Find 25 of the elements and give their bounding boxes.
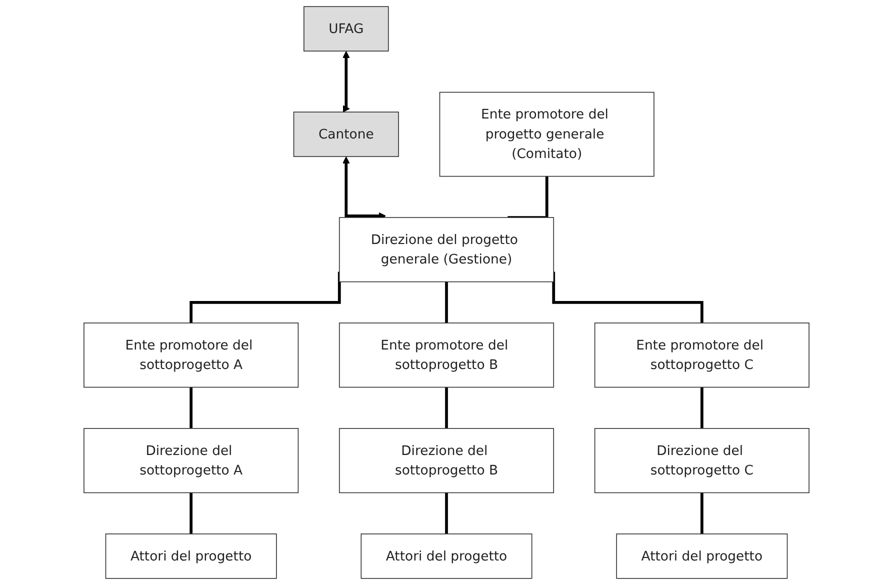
connector [508,176,548,219]
node-box: Direzione del progetto generale (Gestione) [338,217,554,282]
node-box: Direzione del sottoprogetto A [84,428,299,494]
node-box: Attori del progetto [616,534,788,579]
connector [445,282,448,324]
node-box: UFAG [304,6,389,52]
node-box: Ente promotore del sottoprogetto A [84,322,299,388]
connector [552,272,704,324]
connector [190,387,193,430]
node-box: Attori del progetto [360,534,532,579]
node-box: Direzione del sottoprogetto B [338,428,554,494]
connector [700,492,704,536]
node-box: Direzione del sottoprogetto C [594,428,810,494]
connector [190,272,341,324]
node-box: Attori del progetto [105,534,277,579]
node-box: Ente promotore del progetto generale (Comitato) [439,92,654,177]
node-box: Ente promotore del sottoprogetto B [338,322,554,388]
connector [445,492,448,536]
node-box: Ente promotore del sottoprogetto C [594,322,810,388]
arrow [342,156,386,220]
arrow [342,51,350,112]
connector [700,387,704,430]
node-box: Cantone [293,112,399,157]
connector [190,492,193,536]
connector [445,387,448,430]
